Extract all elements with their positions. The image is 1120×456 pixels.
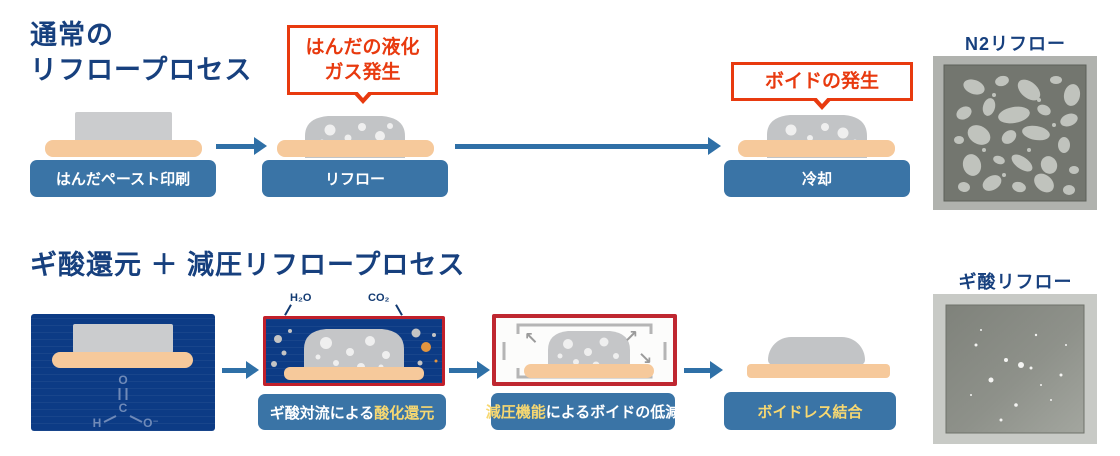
process-arrow-icon <box>222 361 259 379</box>
n2-xray-caption: N2リフロー <box>964 34 1066 54</box>
h2o-connector-line <box>284 304 292 316</box>
void-generation-callout: ボイドの発生 <box>731 62 913 110</box>
process-arrow-icon <box>455 137 721 155</box>
step-label-paste-print: はんだペースト印刷 <box>30 160 216 197</box>
substrate-pad <box>738 140 895 157</box>
step-label-text: リフロー <box>324 171 385 188</box>
chem-atom-c: C <box>119 401 128 415</box>
vacuum-dome-graphic: ↖ ↗ ↘ <box>502 323 667 379</box>
gas-callout-line1: はんだの液化 <box>305 36 420 58</box>
outgas-arrow-downright-icon: ↘ <box>638 349 652 369</box>
step-label-text: 冷却 <box>801 171 832 188</box>
chem-atom-o-right: O⁻ <box>143 416 159 430</box>
process-arrow-icon <box>684 361 723 379</box>
outgas-arrow-upright-icon: ↗ <box>624 327 638 347</box>
step-label-cooling: 冷却 <box>724 160 910 197</box>
bottom-section-title: ギ酸還元 ＋ 減圧リフロープロセス <box>30 250 466 280</box>
gas-generation-callout: はんだの液化 ガス発生 <box>287 25 438 104</box>
co2-gas-label: CO₂ <box>368 292 390 304</box>
substrate-pad <box>277 140 434 157</box>
outgas-arrow-upleft-icon: ↖ <box>524 329 538 349</box>
substrate-pad <box>747 364 890 378</box>
step-label-reflow: リフロー <box>262 160 448 197</box>
gas-callout-line2: ガス発生 <box>324 62 401 83</box>
step-label-text-highlight: 減圧機能 <box>485 404 546 421</box>
oxidation-reduction-box <box>263 316 445 386</box>
callout-pointer-icon <box>354 89 371 98</box>
dome-with-voids-and-bubbles <box>271 328 438 380</box>
step-label-text-plain: によるボイドの低減 <box>545 404 681 421</box>
top-title-line2: リフロープロセス <box>30 54 253 85</box>
top-section-title: 通常の リフロープロセス <box>30 18 252 87</box>
process-arrow-icon <box>449 361 490 379</box>
step-label-voidless-bond: ボイドレス結合 <box>724 392 896 430</box>
co2-connector-line <box>395 304 403 316</box>
formic-chamber-box: O C H O⁻ <box>31 314 215 431</box>
process-arrow-icon <box>216 137 267 155</box>
solder-paste-block <box>73 324 173 353</box>
top-title-line1: 通常の <box>30 20 114 50</box>
chem-atom-h: H <box>93 416 102 430</box>
solder-dome-voidless <box>768 337 865 365</box>
step-label-text: はんだペースト印刷 <box>55 171 191 188</box>
n2-reflow-xray-image <box>933 56 1097 210</box>
step-label-text-highlight: 酸化還元 <box>374 404 435 422</box>
step-label-text-highlight: ボイドレス結合 <box>757 403 863 421</box>
step-label-oxidation-reduction: ギ酸対流による酸化還元 <box>258 394 446 430</box>
solder-paste-block <box>75 112 172 142</box>
substrate-pad <box>45 140 202 157</box>
substrate-pad <box>52 352 193 368</box>
callout-pointer-icon <box>814 95 830 104</box>
step-label-text-plain: ギ酸対流による <box>269 404 375 422</box>
step-label-void-reduction: 減圧機能によるボイドの低減 <box>486 393 680 430</box>
formic-xray-caption: ギ酸リフロー <box>958 272 1073 292</box>
void-callout-text: ボイドの発生 <box>764 70 879 92</box>
formic-reflow-xray-image <box>933 294 1097 444</box>
chem-atom-o-top: O <box>118 373 127 387</box>
h2o-gas-label: H₂O <box>290 292 312 304</box>
formic-acid-structure: O C H O⁻ <box>93 373 159 430</box>
vacuum-chamber-box: ↖ ↗ ↘ <box>492 314 677 386</box>
